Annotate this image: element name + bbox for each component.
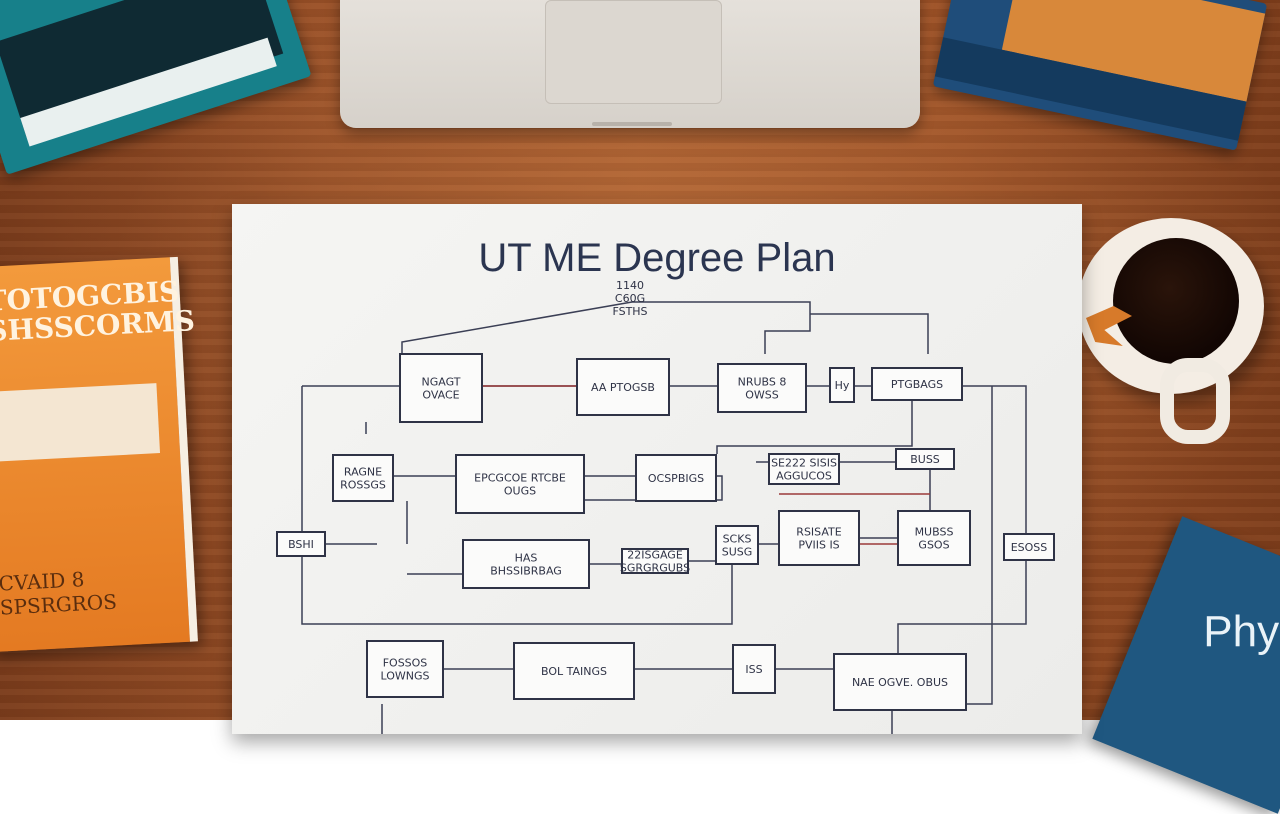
node-label: NGAGT bbox=[422, 376, 461, 389]
node-box bbox=[462, 539, 590, 589]
node-label: FOSSOS bbox=[383, 657, 428, 670]
node-label: PVIIS IS bbox=[798, 539, 839, 552]
node-box bbox=[778, 510, 860, 566]
node-label: BSHI bbox=[288, 538, 314, 551]
flowchart-node-n2: AA PTOGSB bbox=[576, 358, 670, 416]
node-label: OVACE bbox=[422, 389, 459, 402]
node-label: BHSSIBRBAG bbox=[490, 565, 562, 578]
node-label: SUSG bbox=[722, 546, 753, 559]
coffee bbox=[1113, 238, 1239, 364]
node-label: SE222 SISIS bbox=[771, 457, 837, 470]
laptop bbox=[340, 0, 920, 128]
node-label: MUBSS bbox=[915, 526, 954, 539]
node-label: AA PTOGSB bbox=[591, 381, 655, 394]
node-box bbox=[833, 653, 967, 711]
node-label: 22ISGAGE bbox=[627, 549, 683, 562]
flowchart-node-n11: BSHI bbox=[276, 531, 326, 557]
flowchart-node-n5: PTGBAGS bbox=[871, 367, 963, 401]
node-label: RSISATE bbox=[796, 526, 841, 539]
flowchart-node-n20: ISS bbox=[732, 644, 776, 694]
node-box bbox=[715, 525, 759, 565]
physics-book-title: Phy bbox=[1203, 606, 1280, 656]
node-box bbox=[513, 642, 635, 700]
node-label: 1140 bbox=[616, 279, 644, 292]
node-box bbox=[717, 363, 807, 413]
mug-handle bbox=[1160, 358, 1230, 444]
node-label: BOL TAINGS bbox=[541, 665, 607, 678]
node-label: AGGUCOS bbox=[776, 470, 832, 483]
flowchart-node-n10: BUSS bbox=[895, 448, 955, 470]
node-label: SGRGRGUBS bbox=[620, 562, 690, 575]
page-title: UT ME Degree Plan bbox=[478, 236, 836, 280]
flowchart-node-n8: OCSPBIGS bbox=[635, 454, 717, 502]
node-label: OCSPBIGS bbox=[648, 472, 704, 485]
orange-book: TOTOGCBIS SHSSCORMS CVAID 8 SPSRGROS bbox=[0, 256, 198, 653]
node-box bbox=[732, 644, 776, 694]
node-label: OWSS bbox=[745, 389, 779, 402]
node-label: HAS bbox=[515, 552, 538, 565]
orange-book-title: TOTOGCBIS SHSSCORMS bbox=[0, 274, 196, 348]
node-label: LOWNGS bbox=[380, 670, 429, 683]
node-label: Hy bbox=[835, 379, 850, 392]
flowchart-node-n19: BOL TAINGS bbox=[513, 642, 635, 700]
node-label: PTGBAGS bbox=[891, 378, 943, 391]
node-box bbox=[366, 640, 444, 698]
node-box bbox=[635, 454, 717, 502]
node-box bbox=[1003, 533, 1055, 561]
flowchart-node-n17: ESOSS bbox=[1003, 533, 1055, 561]
node-box bbox=[576, 358, 670, 416]
trackpad bbox=[545, 0, 722, 104]
flowchart-node-n21: NAE OGVE. OBUS bbox=[833, 653, 967, 711]
node-label: FSTHS bbox=[612, 305, 647, 318]
node-label: ISS bbox=[745, 663, 762, 676]
node-label: NRUBS 8 bbox=[738, 376, 787, 389]
node-label: NAE OGVE. OBUS bbox=[852, 676, 948, 689]
node-box bbox=[871, 367, 963, 401]
node-box bbox=[895, 448, 955, 470]
node-label: EPCGCOE RTCBE bbox=[474, 472, 566, 485]
node-label: RAGNE bbox=[344, 466, 382, 479]
node-label: ESOSS bbox=[1011, 541, 1048, 554]
node-box bbox=[399, 353, 483, 423]
node-box bbox=[897, 510, 971, 566]
coffee-mug bbox=[1078, 218, 1264, 394]
node-box bbox=[768, 453, 840, 485]
node-label: GSOS bbox=[918, 539, 949, 552]
node-box bbox=[332, 454, 394, 502]
node-label: OUGS bbox=[504, 485, 536, 498]
node-box bbox=[621, 548, 689, 574]
node-box bbox=[276, 531, 326, 557]
node-label: BUSS bbox=[910, 453, 940, 466]
orange-book-caption: CVAID 8 SPSRGROS bbox=[0, 567, 118, 620]
node-box bbox=[455, 454, 585, 514]
node-box bbox=[829, 367, 855, 403]
node-label: SCKS bbox=[723, 533, 752, 546]
node-label: C60G bbox=[615, 292, 645, 305]
flowchart-node-n4: Hy bbox=[829, 367, 855, 403]
node-label: ROSSGS bbox=[340, 479, 386, 492]
